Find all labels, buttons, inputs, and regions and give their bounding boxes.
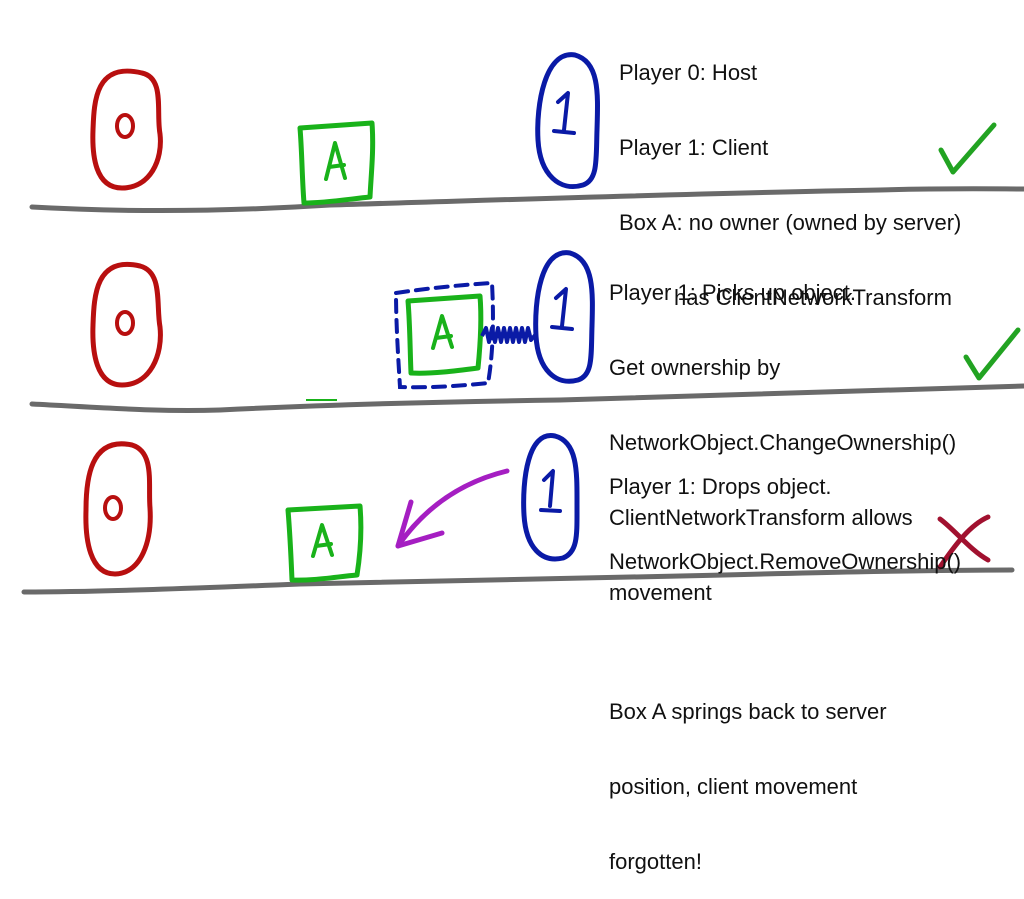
player-1-token — [533, 250, 595, 384]
player-0-label-glyph — [115, 310, 135, 336]
player-0-token — [90, 68, 163, 191]
diagram-canvas — [21, 52, 1024, 595]
panel-3 — [21, 433, 1015, 595]
ground-line-2 — [29, 383, 1024, 414]
box-a — [405, 293, 484, 376]
player-1-label-glyph — [550, 287, 574, 331]
player-0-label-glyph — [103, 495, 123, 521]
text-line: Player 1: Picks up object. — [609, 280, 857, 305]
player-0-label-glyph — [115, 113, 135, 139]
panel-2-description: Player 1: Picks up object. Get ownership… — [609, 230, 956, 630]
text-line: forgotten! — [609, 849, 702, 874]
check-icon — [938, 122, 997, 175]
text-line: Get ownership by — [609, 355, 781, 380]
player-1-token — [535, 52, 600, 189]
text-line: NetworkObject.ChangeOwnership() — [609, 430, 957, 455]
check-icon — [963, 327, 1021, 381]
player-0-token — [83, 441, 153, 577]
box-a-letter — [431, 314, 454, 350]
box-a — [285, 503, 364, 583]
cross-icon — [937, 514, 991, 570]
text-line: ClientNetworkTransform allows — [609, 505, 913, 530]
player-1-label-glyph — [552, 91, 576, 135]
panel-1 — [29, 52, 1024, 214]
selection-dashed-outline — [393, 280, 495, 390]
text-line: Box A springs back to server — [609, 699, 887, 724]
text-line: NetworkObject.RemoveOwnership() — [609, 549, 962, 574]
box-a — [297, 120, 376, 206]
text-line — [609, 624, 961, 649]
text-line: position, client movement — [609, 774, 858, 799]
player-0-token — [90, 261, 163, 388]
ground-line-3 — [21, 567, 1015, 595]
text-line: Player 1: Drops object. — [609, 474, 832, 499]
text-line: movement — [609, 580, 712, 605]
panel-2 — [29, 250, 1024, 414]
panel-3-description: Player 1: Drops object. NetworkObject.Re… — [609, 424, 961, 899]
text-line: Box A: no owner (owned by server) — [619, 210, 962, 235]
drop-arrow — [395, 468, 510, 549]
text-line: Player 0: Host — [619, 60, 758, 85]
text-line: Player 1: Client — [619, 135, 769, 160]
player-1-token — [521, 433, 580, 562]
spring-connector — [480, 326, 538, 344]
box-a-letter — [324, 141, 347, 181]
text-line: has ClientNetworkTransform — [619, 285, 952, 310]
box-a-letter — [311, 523, 334, 558]
player-1-label-glyph — [539, 469, 562, 513]
ground-line-1 — [29, 186, 1024, 214]
panel-1-description: Player 0: Host Player 1: Client Box A: n… — [619, 10, 961, 335]
